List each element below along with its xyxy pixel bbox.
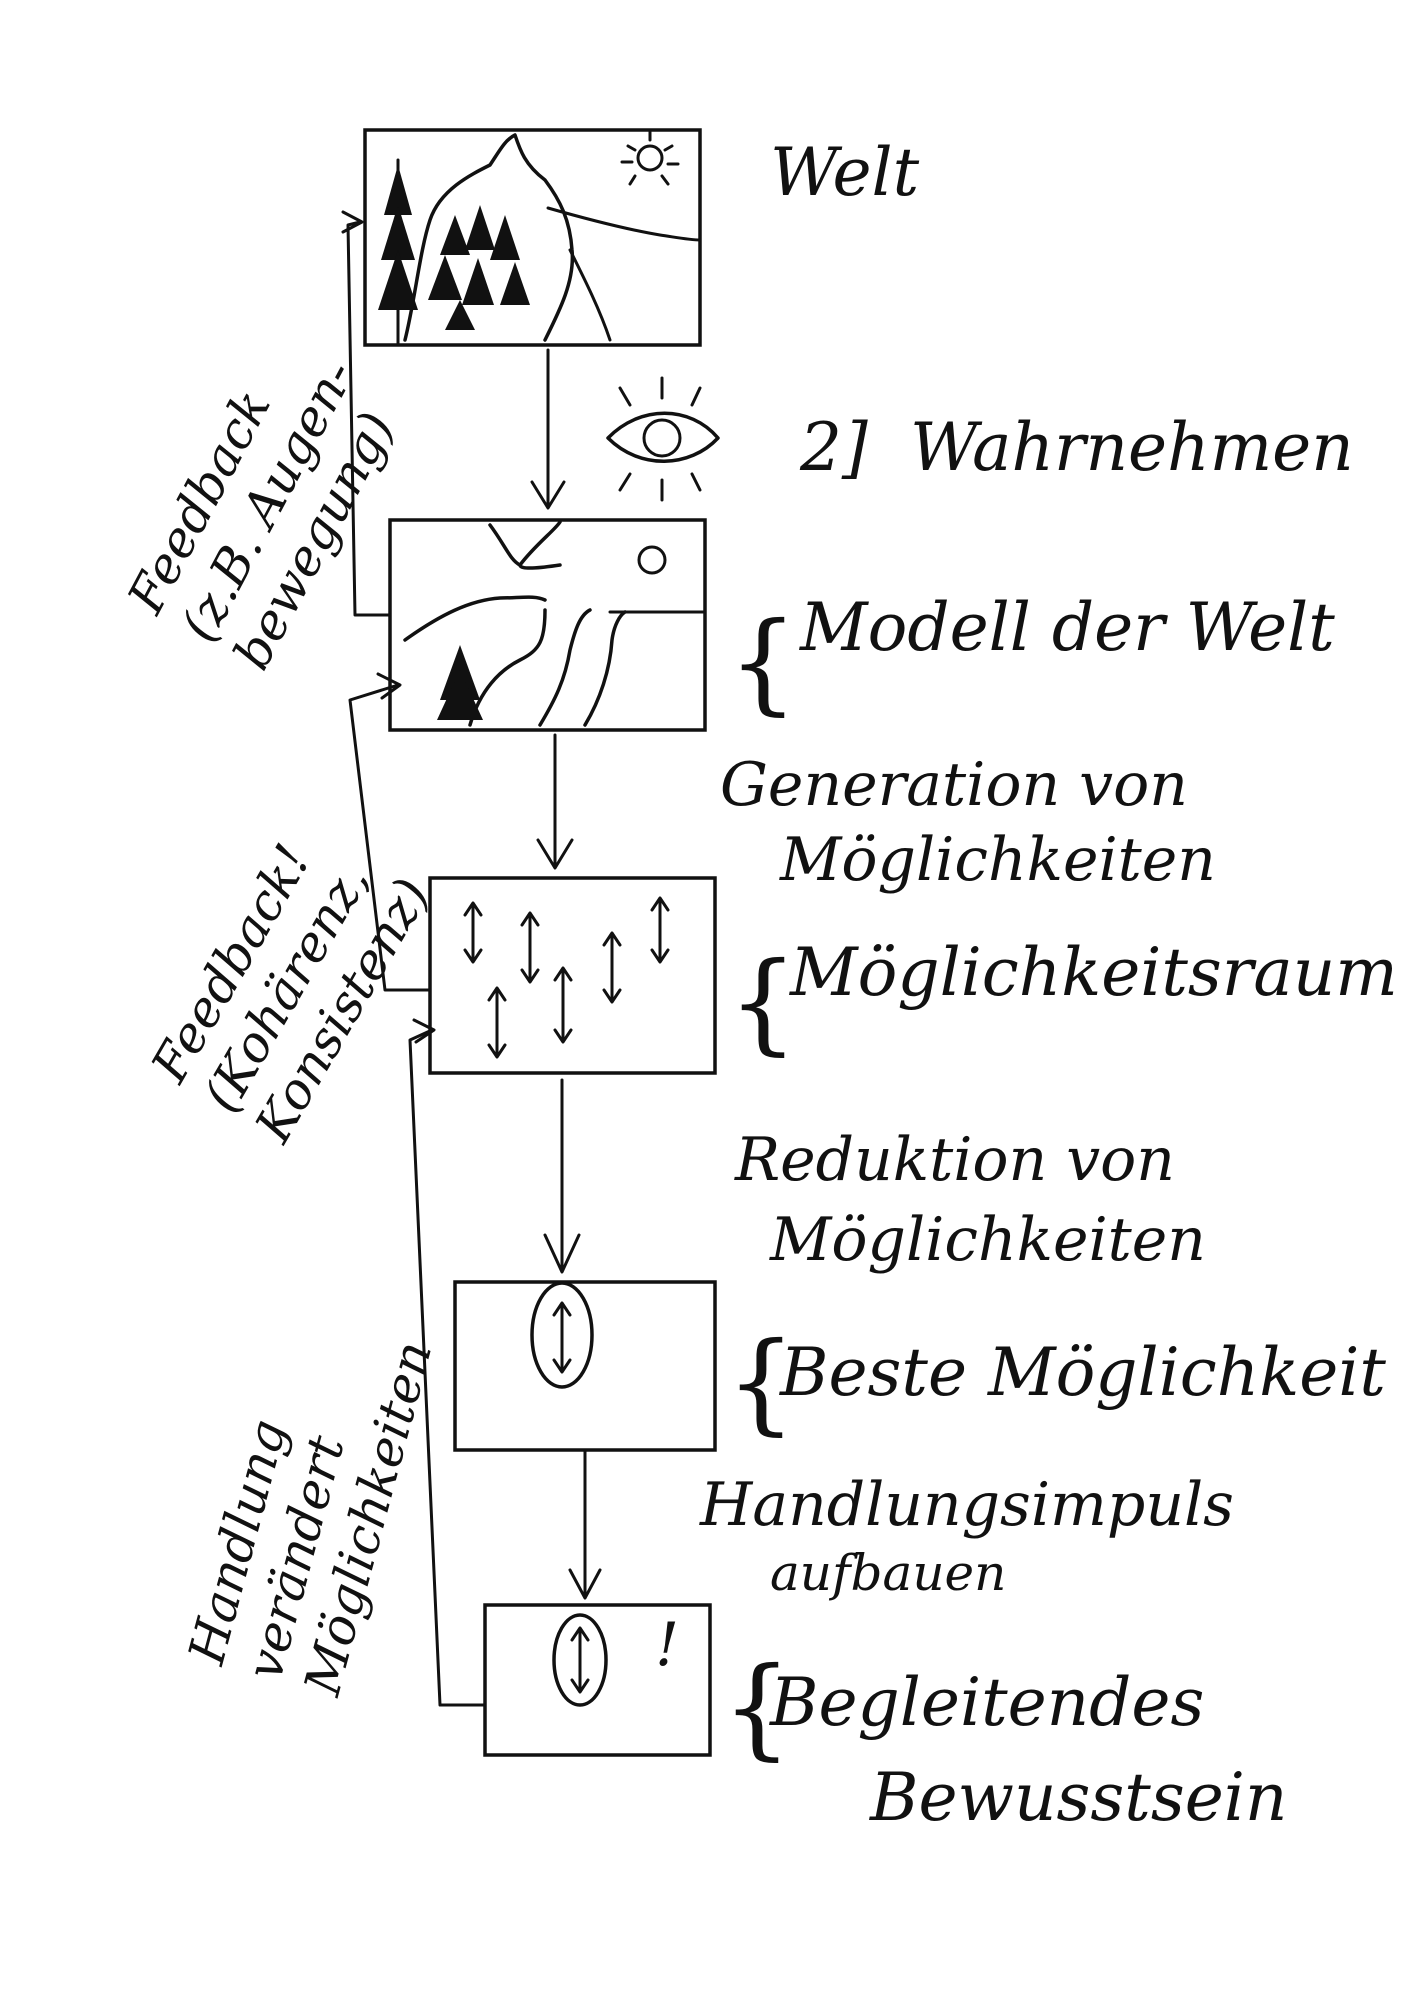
label-impulse-1: Handlungsimpuls	[699, 1470, 1234, 1540]
feedback-loop-1	[341, 210, 392, 617]
eye-icon	[606, 376, 720, 502]
label-world: Welt	[770, 134, 920, 211]
tree-icon	[437, 645, 483, 720]
arrow-world-to-model	[530, 348, 566, 510]
brace-best: {	[726, 1318, 796, 1446]
best-option-box	[453, 1280, 717, 1452]
brace-space: {	[728, 938, 798, 1066]
label-model: Modell der Welt	[799, 589, 1335, 666]
double-arrow-icons	[463, 896, 670, 1059]
label-reduction-2: Möglichkeiten	[769, 1205, 1206, 1275]
model-box	[388, 518, 707, 732]
forest-icon	[428, 205, 530, 330]
feedback-label-1: Feedback (z.B. Augen- bewegung)	[116, 350, 406, 678]
sun-icon	[620, 130, 680, 186]
brace-model: {	[728, 598, 798, 726]
label-impulse-2: aufbauen	[770, 1544, 1006, 1602]
impulse-box	[483, 1603, 712, 1757]
label-reduction-1: Reduktion von	[734, 1125, 1175, 1195]
conifer-icon	[378, 158, 418, 347]
world-box	[363, 128, 702, 347]
feedback-label-3: Handlung verändert Möglichkeiten	[177, 1335, 443, 1702]
label-generation-1: Generation von	[720, 750, 1188, 820]
arrow-space-to-best	[543, 1078, 581, 1274]
feedback-loop-3	[408, 1018, 487, 1707]
label-perceive: Wahrnehmen	[910, 409, 1354, 486]
possibility-space-box	[428, 876, 717, 1075]
label-best-option: Beste Möglichkeit	[779, 1334, 1386, 1411]
label-awareness-2: Bewusstsein	[869, 1759, 1287, 1836]
label-exclamation: !	[655, 1610, 679, 1680]
label-perceive-marker: 2]	[799, 409, 868, 486]
arrow-model-to-space	[536, 733, 574, 870]
feedback-label-2: Feedback! (Kohärenz, Konsistenz)	[140, 835, 441, 1153]
arrow-best-to-impulse	[568, 1448, 602, 1600]
label-awareness-1: Begleitendes	[769, 1664, 1204, 1741]
feedback-loop-2	[348, 672, 432, 992]
label-generation-2: Möglichkeiten	[779, 825, 1216, 895]
brace-awareness: {	[722, 1643, 792, 1771]
mountain-shape	[403, 133, 575, 342]
label-possibility-space: Möglichkeitsraum	[789, 934, 1398, 1011]
